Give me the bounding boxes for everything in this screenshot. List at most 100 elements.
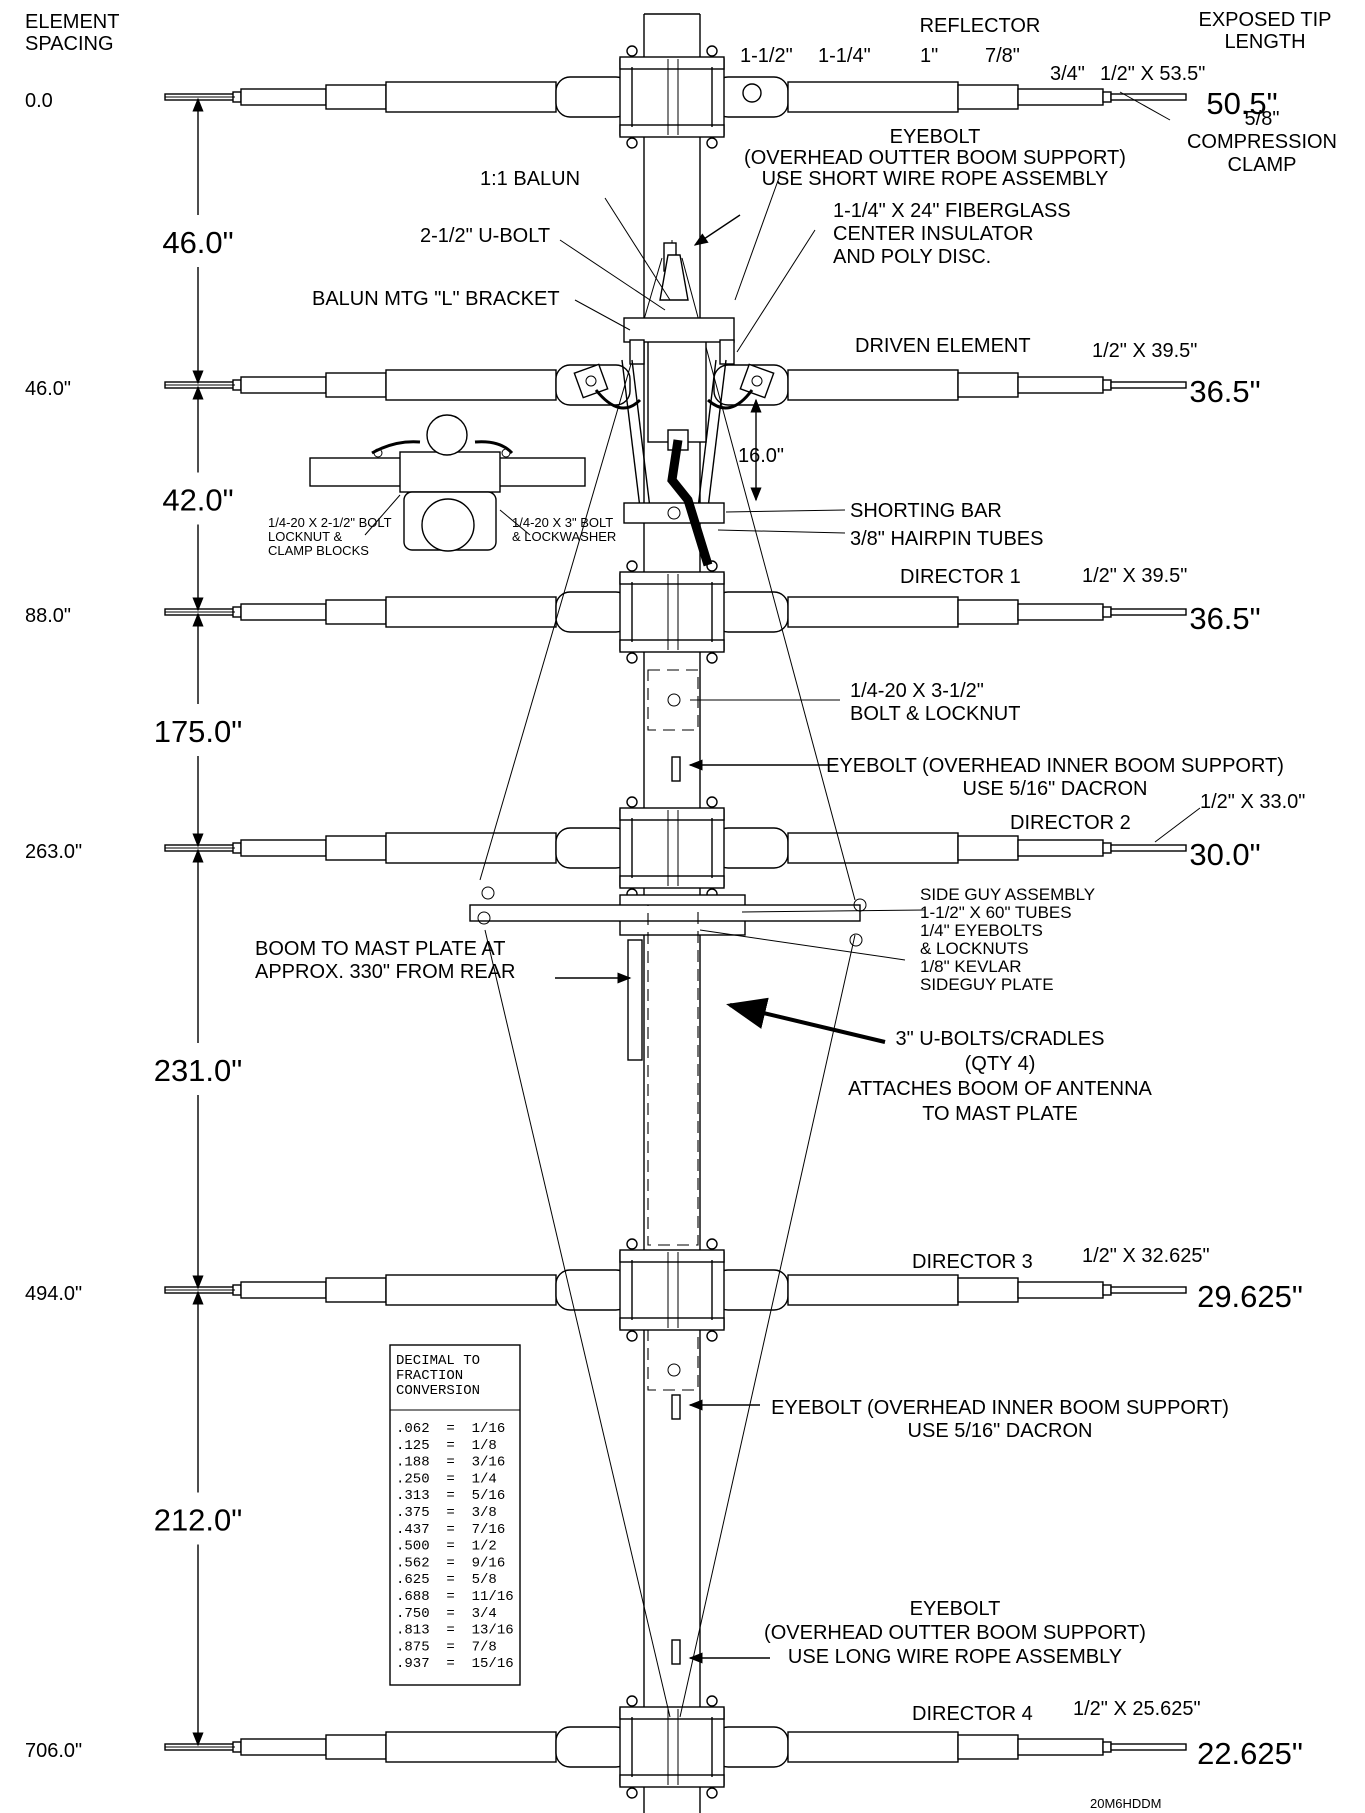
element-tube-left-1 (385, 1274, 557, 1306)
element-tube-left-1 (385, 369, 557, 401)
clamp-bar-bottom (619, 1317, 725, 1331)
eyebolt-top-1: EYEBOLT (890, 126, 981, 148)
element-sleeve-right (713, 1269, 789, 1311)
element-tube-right-2 (957, 372, 1019, 398)
header-element-spacing-2: SPACING (25, 33, 114, 55)
element-tube-right-2 (957, 599, 1019, 625)
exposed-length-label: 36.5" (1189, 374, 1260, 409)
element-tube-left-3 (240, 839, 327, 857)
element-tube-left-1 (385, 596, 557, 628)
clamp-bar-top (619, 1249, 725, 1263)
element-tube-right-3 (1017, 376, 1104, 394)
tip-spec-label: 1/2" X 25.625" (1073, 1698, 1201, 1720)
shorting-bar-label: SHORTING BAR (850, 500, 1002, 522)
clamp-nut (706, 652, 718, 664)
element-tube-right-3 (1017, 603, 1104, 621)
element-clamp-plate (619, 1708, 725, 1786)
hairpin-tubes-label: 3/8" HAIRPIN TUBES (850, 528, 1043, 550)
boom-mast-1: BOOM TO MAST PLATE AT (255, 938, 505, 960)
spacing-dimensions: 46.0"42.0"175.0"231.0"212.0" (154, 96, 242, 1748)
conversion-row: .688 = 11/16 (396, 1589, 514, 1605)
element-tube-left-2 (325, 1734, 387, 1760)
conversion-row: .875 = 7/8 (396, 1639, 497, 1655)
conversion-row: .062 = 1/16 (396, 1421, 505, 1437)
element-tube-right-2 (957, 1277, 1019, 1303)
compression-clamp-right (1102, 606, 1112, 618)
element-name-label: DRIVEN ELEMENT (855, 335, 1031, 357)
tip-spec-label: 1/2" X 39.5" (1092, 340, 1197, 362)
conversion-row: .188 = 3/16 (396, 1455, 505, 1471)
element-tip-right (1110, 1286, 1187, 1294)
element-tube-left-2 (325, 599, 387, 625)
clamp-nut (626, 796, 638, 808)
side-guy-6: SIDEGUY PLATE (920, 975, 1054, 994)
element-tip-right (1110, 93, 1187, 101)
clamp-nut (706, 1787, 718, 1799)
element-tube-left-3 (240, 88, 327, 106)
compression-clamp-right (1102, 1741, 1112, 1753)
tip-spec-label: 1/2" X 39.5" (1082, 565, 1187, 587)
element-tube-right-3 (1017, 1281, 1104, 1299)
eyebolt-inner-2a: EYEBOLT (OVERHEAD INNER BOOM SUPPORT) (771, 1397, 1229, 1419)
detail-bolt-left-1: 1/4-20 X 2-1/2" BOLT (268, 515, 392, 530)
element-sleeve-right (713, 1726, 789, 1768)
element-name-label: DIRECTOR 2 (1010, 812, 1131, 834)
element-sleeve-left (555, 1726, 631, 1768)
element-spacing-label: 263.0" (25, 841, 82, 863)
exposed-length-label: 50.5" (1206, 86, 1277, 121)
clamp-nut (626, 652, 638, 664)
boom-mast-2: APPROX. 330" FROM REAR (255, 961, 516, 983)
element-tube-left-1 (385, 832, 557, 864)
header-element-spacing-1: ELEMENT (25, 11, 119, 33)
element-tube-left-3 (240, 1738, 327, 1756)
compression-clamp-right (1102, 91, 1112, 103)
element-tube-left-3 (240, 1281, 327, 1299)
element-name-label: DIRECTOR 4 (912, 1703, 1033, 1725)
leader-lines (364, 91, 1201, 1664)
eyebolt-inner-1b: USE 5/16" DACRON (963, 778, 1148, 800)
ubolts-cradles-1: 3" U-BOLTS/CRADLES (895, 1028, 1104, 1050)
bolt-locknut-1: 1/4-20 X 3-1/2" (850, 680, 984, 702)
clamp-bar-bottom (619, 1774, 725, 1788)
element-spacing-label: 88.0" (25, 605, 71, 627)
element-tube-right-2 (957, 1734, 1019, 1760)
clamp-nut (626, 1238, 638, 1250)
element-tube-left-1 (385, 81, 557, 113)
tip-spec-label: 1/2" X 53.5" (1100, 63, 1205, 85)
exposed-length-label: 29.625" (1197, 1279, 1303, 1314)
element-tube-right-2 (957, 835, 1019, 861)
drawing-id: 20M6HDDM (1090, 1796, 1162, 1811)
element-spacing-label: 494.0" (25, 1283, 82, 1305)
conversion-title: FRACTION (396, 1368, 463, 1384)
detail-bolt-right-2: & LOCKWASHER (512, 529, 616, 544)
conversion-title: CONVERSION (396, 1383, 480, 1399)
exposed-length-label: 22.625" (1197, 1736, 1303, 1771)
balun-label: 1:1 BALUN (480, 168, 580, 190)
balun-bracket-label: BALUN MTG "L" BRACKET (312, 288, 560, 310)
element-tube-right-1 (787, 596, 959, 628)
eyebolt-outer-2b: (OVERHEAD OUTTER BOOM SUPPORT) (764, 1622, 1146, 1644)
reflector-hole (742, 83, 762, 103)
clamp-bar-bottom (619, 875, 725, 889)
tip-spec-label: 1/2" X 32.625" (1082, 1245, 1210, 1267)
element-sleeve-right (713, 827, 789, 869)
element-tube-right-1 (787, 1274, 959, 1306)
fiberglass-1: 1-1/4" X 24" FIBERGLASS (833, 200, 1071, 222)
compression-clamp-right (1102, 1284, 1112, 1296)
tube-size-2: 1-1/4" (818, 45, 871, 67)
clamp-bar-top (619, 1706, 725, 1720)
clamp-nut (706, 1330, 718, 1342)
element-tube-right-3 (1017, 1738, 1104, 1756)
conversion-row: .375 = 3/8 (396, 1505, 497, 1521)
side-guy-3: 1/4" EYEBOLTS (920, 921, 1043, 940)
balun-assembly (573, 242, 775, 567)
conversion-table (389, 1344, 521, 1686)
clamp-bar-bottom (619, 639, 725, 653)
element-name-label: REFLECTOR (920, 15, 1041, 37)
tube-size-1: 1-1/2" (740, 45, 793, 67)
element-clamp-plate (619, 58, 725, 136)
eyebolt-inner-2b: USE 5/16" DACRON (908, 1420, 1093, 1442)
exposed-length-label: 36.5" (1189, 601, 1260, 636)
detail-bolt-left-2: LOCKNUT & (268, 529, 342, 544)
